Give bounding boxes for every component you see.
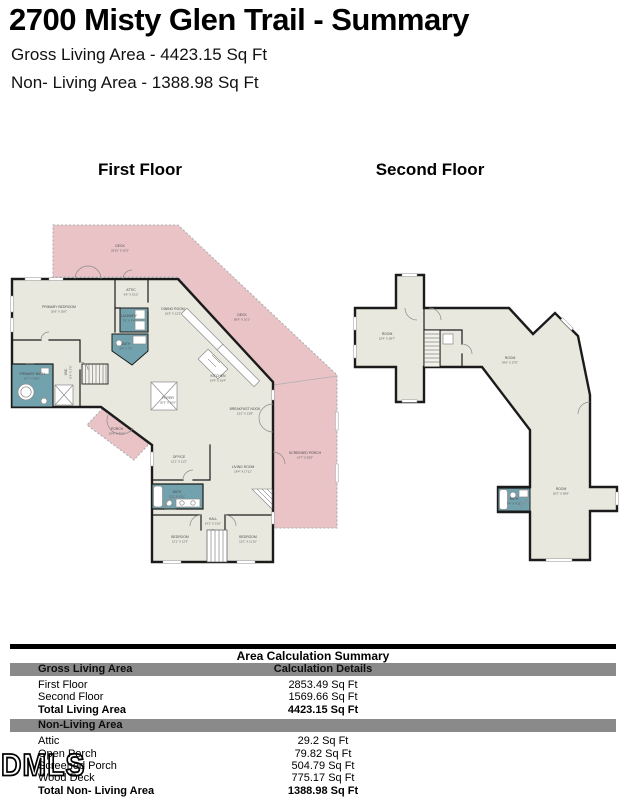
table-title: Area Calculation Summary <box>236 649 390 663</box>
table-row: First Floor 2853.49 Sq Ft <box>38 679 358 691</box>
svg-text:34'6" X 27'0": 34'6" X 27'0" <box>502 361 518 365</box>
svg-text:HALL: HALL <box>209 517 218 521</box>
svg-text:14'4" X 16'4": 14'4" X 16'4" <box>210 379 226 383</box>
table-top-bar <box>10 644 616 649</box>
svg-text:12'1" X 11'2": 12'1" X 11'2" <box>171 460 187 464</box>
svg-text:PRIMARY BEDROOM: PRIMARY BEDROOM <box>42 305 76 309</box>
interior-walls <box>11 278 274 563</box>
svg-text:12'1" X 4'11": 12'1" X 4'11" <box>169 495 185 499</box>
fireplace <box>251 488 273 510</box>
svg-text:BATH: BATH <box>122 342 131 346</box>
second-floor-label: Second Floor <box>375 160 485 179</box>
table-row: Screened Porch 504.79 Sq Ft <box>38 760 355 773</box>
fixtures <box>17 309 201 508</box>
sf-windows <box>353 273 619 562</box>
svg-text:25'10" X 10'3": 25'10" X 10'3" <box>111 249 129 253</box>
first-floor-plan: DECK 25'10" X 10'3" DECK 56'9" X 10'1" P… <box>10 224 339 564</box>
svg-text:BREAKFAST NOOK: BREAKFAST NOOK <box>230 407 262 411</box>
svg-text:20'6" X 20'0": 20'6" X 20'0" <box>51 310 67 314</box>
total-living-row: Total Living Area 4423.15 Sq Ft <box>38 703 359 716</box>
sf-stairs <box>423 329 454 368</box>
svg-text:16'7" X 8'10": 16'7" X 8'10" <box>24 377 40 381</box>
non-living-header: Non-Living Area <box>38 719 123 732</box>
sf-doors <box>404 307 591 510</box>
kitchen-counters <box>180 307 261 388</box>
svg-text:DECK: DECK <box>115 244 125 248</box>
second-floor-plan: ROOM 15'4" X 28'7" ROOM 34'6" X 27'0" RO… <box>353 273 619 562</box>
calculation-details-header: Calculation Details <box>273 663 373 675</box>
doors <box>40 265 286 527</box>
svg-text:ROOM: ROOM <box>382 332 393 336</box>
svg-text:7'6" X 6'4": 7'6" X 6'4" <box>122 319 135 323</box>
svg-text:14'1" X 3'10": 14'1" X 3'10" <box>205 522 221 526</box>
sf-room-labels: ROOM 15'4" X 28'7" ROOM 34'6" X 27'0" RO… <box>379 332 569 506</box>
watermark: DMLS <box>0 747 86 783</box>
table-row: Attic 29.2 Sq Ft <box>38 735 349 748</box>
table-row: Wood Deck 775.17 Sq Ft <box>38 772 355 785</box>
svg-text:OFFICE: OFFICE <box>173 455 186 459</box>
gross-living-area-line: Gross Living Area - 4423.15 Sq Ft <box>11 45 268 64</box>
svg-text:56'9" X 10'1": 56'9" X 10'1" <box>234 318 250 322</box>
gross-living-header: Gross Living Area <box>38 663 133 675</box>
non-living-header-row: Non-Living Area <box>10 719 616 733</box>
svg-text:BEDROOM: BEDROOM <box>239 535 257 539</box>
closets <box>54 381 178 411</box>
svg-text:FOYER: FOYER <box>162 396 174 400</box>
svg-text:DECK: DECK <box>237 313 247 317</box>
svg-text:ROOM: ROOM <box>556 487 567 491</box>
stairs <box>81 363 109 385</box>
first-floor-label: First Floor <box>97 160 183 179</box>
svg-text:12'1" X 12'3": 12'1" X 12'3" <box>172 540 188 544</box>
second-floor-outline <box>353 273 619 562</box>
svg-text:20'5" X 16'0": 20'5" X 16'0" <box>160 401 176 405</box>
svg-text:9'6" X 5'10": 9'6" X 5'10" <box>124 293 139 297</box>
svg-text:DINING ROOM: DINING ROOM <box>161 307 185 311</box>
svg-text:12'1" X 11'10": 12'1" X 11'10" <box>239 540 257 544</box>
svg-text:BEDROOM: BEDROOM <box>171 535 189 539</box>
svg-text:KITCHEN: KITCHEN <box>211 374 226 378</box>
room-labels: DECK 25'10" X 10'3" DECK 56'9" X 10'1" P… <box>19 244 321 544</box>
svg-text:8'4" X 7'5": 8'4" X 7'5" <box>119 347 132 351</box>
svg-text:8'3" X 5'6": 8'3" X 5'6" <box>69 365 73 378</box>
table-row: Open Porch 79.82 Sq Ft <box>38 747 352 760</box>
svg-text:PRIMARY BATH: PRIMARY BATH <box>19 372 45 376</box>
svg-text:PORCH: PORCH <box>111 427 124 431</box>
page-title: 2700 Misty Glen Trail - Summary <box>9 2 470 37</box>
svg-text:10'6" X 9'10": 10'6" X 9'10" <box>109 432 125 436</box>
total-non-living-row: Total Non- Living Area 1388.98 Sq Ft <box>38 784 359 797</box>
svg-text:20'2" X 38'6": 20'2" X 38'6" <box>553 492 569 496</box>
sf-fixtures <box>499 489 529 510</box>
svg-text:ATTIC: ATTIC <box>126 288 136 292</box>
gross-living-header-row: Calculation Details Gross Living Area <box>10 663 616 676</box>
svg-text:15'4" X 28'7": 15'4" X 28'7" <box>379 337 395 341</box>
svg-text:WIC: WIC <box>64 368 68 375</box>
svg-text:18'4" X 17'11": 18'4" X 17'11" <box>234 470 252 474</box>
svg-text:BATH: BATH <box>510 497 519 501</box>
svg-text:13'2" X 13'8": 13'2" X 13'8" <box>237 412 253 416</box>
svg-text:ROOM: ROOM <box>505 356 516 360</box>
svg-text:LAUNDRY: LAUNDRY <box>121 314 138 318</box>
svg-text:9'4" X 4'11": 9'4" X 4'11" <box>507 502 522 506</box>
windows <box>10 277 275 564</box>
hall-doors <box>206 529 228 563</box>
svg-text:SCREENED PORCH: SCREENED PORCH <box>289 451 322 455</box>
area-calculation-table: Area Calculation Summary Calculation Det… <box>10 644 616 797</box>
svg-text:14'7" X 35'0": 14'7" X 35'0" <box>297 456 313 460</box>
svg-text:16'5" X 12'2": 16'5" X 12'2" <box>165 312 181 316</box>
svg-text:BATH: BATH <box>173 490 182 494</box>
svg-text:LIVING ROOM: LIVING ROOM <box>232 465 255 469</box>
table-row: Second Floor 1569.66 Sq Ft <box>38 691 358 704</box>
non-living-area-line: Non- Living Area - 1388.98 Sq Ft <box>11 73 259 92</box>
